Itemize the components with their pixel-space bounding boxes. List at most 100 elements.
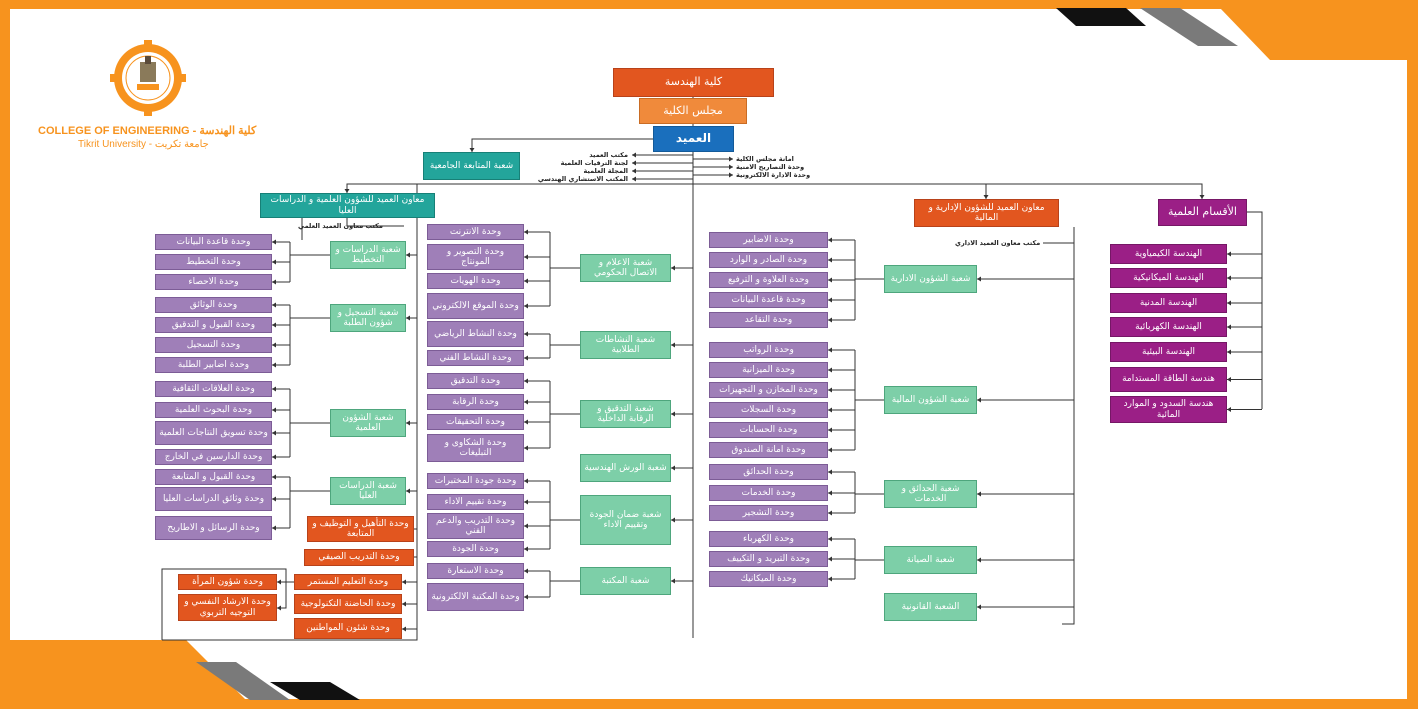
arrow-head: [977, 557, 981, 563]
unit-box: وحدة الاضابير: [709, 232, 828, 248]
unit-box: وحدة الصادر و الوارد: [709, 252, 828, 268]
connector-line: [346, 218, 404, 227]
section-box: شعبة ضمان الجودة وتقييم الاداء: [580, 495, 671, 545]
arrow-head: [272, 430, 276, 436]
unit-box: وحدة التدريب والدعم الفني: [427, 513, 524, 539]
arrow-head: [272, 259, 276, 265]
unit-box: وحدة اضابير الطلبة: [155, 357, 272, 373]
unit-box: وحدة الانترنت: [427, 224, 524, 240]
unit-box: وحدة التخطيط: [155, 254, 272, 270]
arrow-head: [1227, 324, 1231, 330]
dean-note-left: المكتب الاستشاري الهندسي: [537, 175, 628, 183]
department-box: الهندسة الميكانيكية: [1110, 268, 1227, 288]
connector-line: [1062, 227, 1075, 625]
unit-box: وحدة التدقيق: [427, 373, 524, 389]
section-box: شعبة التدقيق و الرقابة الداخلية: [580, 400, 671, 428]
unit-box: وحدة القبول و المتابعة: [155, 469, 272, 485]
arrow-head: [524, 499, 528, 505]
academic-office-note: مكتب معاون العميد العلمي: [298, 222, 383, 230]
arrow-head: [272, 302, 276, 308]
section-box: شعبة الحدائق و الخدمات: [884, 480, 977, 508]
section-box: شعبة الشؤون المالية: [884, 386, 977, 414]
unit-box: وحدة الكهرباء: [709, 531, 828, 547]
section-box: الشعبة القانونية: [884, 593, 977, 621]
unit-box: وحدة تقييم الاداء: [427, 494, 524, 510]
arrow-head: [828, 556, 832, 562]
arrow-head: [828, 347, 832, 353]
arrow-head: [272, 279, 276, 285]
unit-box: وحدة النشاط الرياضي: [427, 321, 524, 347]
section-box: شعبة الصيانة: [884, 546, 977, 574]
unit-box: وحدة الشكاوى و التبليغات: [427, 434, 524, 462]
arrow-head: [729, 172, 733, 178]
unit-box: وحدة قاعدة البيانات: [709, 292, 828, 308]
unit-box: وحدة الوثائق: [155, 297, 272, 313]
admin-office-note: مكتب معاون العميد الاداري: [955, 239, 1041, 247]
arrow-head: [828, 277, 832, 283]
arrow-head: [671, 265, 675, 271]
arrow-head: [1199, 195, 1205, 199]
arrow-head: [524, 229, 528, 235]
arrow-head: [272, 474, 276, 480]
arrow-head: [671, 517, 675, 523]
arrow-head: [671, 342, 675, 348]
unit-box: وحدة الجودة: [427, 541, 524, 557]
arrow-head: [977, 276, 981, 282]
department-box: هندسة السدود و الموارد المائية: [1110, 396, 1227, 423]
unit-box: وحدة الحدائق: [709, 464, 828, 480]
connector-line: [161, 568, 287, 640]
section-box: شعبة النشاطات الطلابية: [580, 331, 671, 359]
arrow-head: [632, 160, 636, 166]
section-box: شعبة الشؤون الادارية: [884, 265, 977, 293]
connector-line: [162, 184, 418, 641]
unit-box: وحدة الموقع الالكتروني: [427, 293, 524, 319]
arrow-head: [977, 397, 981, 403]
orange-unit-box: وحدة التدريب الصيفي: [304, 549, 414, 566]
arrow-head: [272, 239, 276, 245]
arrow-head: [524, 478, 528, 484]
followup-box: شعبة المتابعة الجامعية: [423, 152, 520, 180]
section-box: شعبة الدراسات العليا: [330, 477, 406, 505]
arrow-head: [272, 454, 276, 460]
unit-box: وحدة الدارسين في الخارج: [155, 449, 272, 465]
departments-head-box: الأقسام العلمية: [1158, 199, 1247, 226]
unit-box: وحدة التسجيل: [155, 337, 272, 353]
dean-note-right: وحدة التصاريح الامنية: [736, 163, 805, 171]
unit-box: وحدة المخازن و التجهيزات: [709, 382, 828, 398]
orange-unit-box: وحدة التعليم المستمر: [294, 574, 402, 590]
arrow-head: [402, 579, 406, 585]
dean-note-left: لجنة الترقيات العلمية: [560, 159, 628, 167]
arrow-head: [524, 568, 528, 574]
arrow-head: [524, 331, 528, 337]
arrow-head: [277, 579, 281, 585]
unit-box: وحدة جودة المختبرات: [427, 473, 524, 489]
unit-box: وحدة الرسائل و الاطاريح: [155, 516, 272, 540]
arrow-head: [632, 168, 636, 174]
arrow-head: [272, 525, 276, 531]
dean-box: العميد: [653, 126, 734, 152]
arrow-head: [729, 156, 733, 162]
arrow-head: [729, 164, 733, 170]
arrow-head: [272, 496, 276, 502]
orange-unit-box: وحدة التأهيل و التوظيف و المتابعة: [307, 516, 414, 542]
arrow-head: [828, 387, 832, 393]
orange-unit-box: وحدة شؤون المرأة: [178, 574, 277, 590]
dean-note-left: المجلة العلمية: [583, 167, 628, 175]
unit-box: وحدة التقاعد: [709, 312, 828, 328]
unit-box: وحدة التحقيقات: [427, 414, 524, 430]
arrow-head: [828, 490, 832, 496]
unit-box: وحدة الرواتب: [709, 342, 828, 358]
arrow-head: [272, 322, 276, 328]
arrow-head: [828, 367, 832, 373]
dean-note-left: مكتب العميد: [589, 151, 628, 159]
arrow-head: [272, 362, 276, 368]
arrow-head: [828, 510, 832, 516]
connector-line: [346, 183, 693, 193]
arrow-head: [277, 605, 281, 611]
arrow-head: [524, 523, 528, 529]
arrow-head: [524, 445, 528, 451]
unit-box: وحدة التبريد و التكييف: [709, 551, 828, 567]
orange-unit-box: وحدة الارشاد النفسي و التوجيه التربوي: [178, 594, 277, 621]
